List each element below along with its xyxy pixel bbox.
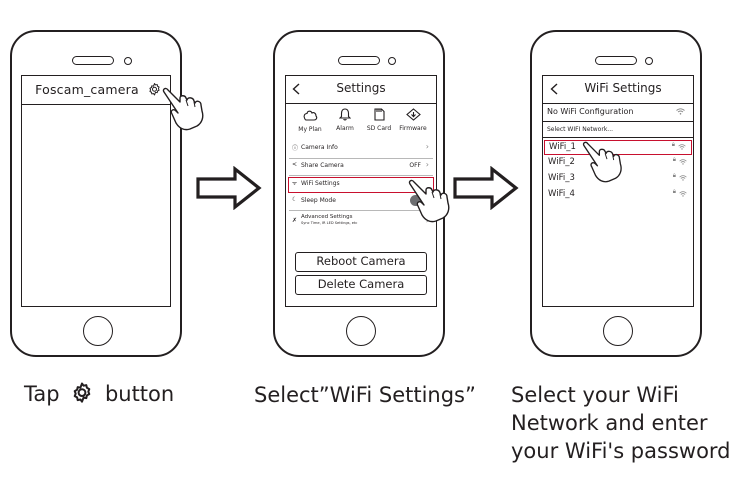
icon-label: SD Card — [366, 125, 392, 132]
chevron-right-icon: › — [425, 160, 429, 169]
firmware-icon — [405, 108, 421, 121]
row-wifi-settings[interactable]: ᯤ WiFi Settings — [288, 177, 434, 193]
icon-label: My Plan — [298, 126, 322, 133]
network-name: WiFi_3 — [548, 173, 575, 183]
select-network-row: Select WIFI Network... — [543, 123, 693, 137]
row-label: WiFi Settings — [301, 180, 340, 187]
row-sleep-mode[interactable]: ☾ Sleep Mode — [286, 195, 436, 209]
arrow-right-icon — [453, 166, 519, 210]
network-name: WiFi_2 — [548, 157, 575, 167]
step-3-caption: Select your WiFi Network and enter your … — [511, 381, 731, 465]
caption-line: Select your WiFi — [511, 383, 679, 407]
phone-1: Foscam_camera — [10, 30, 182, 357]
hand-pointer-icon — [408, 179, 450, 223]
wifi-icon — [679, 159, 687, 165]
header-title: Foscam_camera — [35, 82, 139, 97]
phone-camera-dot — [124, 57, 132, 65]
chevron-right-icon: › — [425, 142, 429, 151]
phone-camera-dot — [645, 57, 653, 65]
row-share-camera[interactable]: < Share Camera OFF › — [286, 160, 436, 174]
wifi-icon — [676, 108, 685, 115]
wifi-settings-header: WiFi Settings — [543, 76, 693, 104]
firmware-item[interactable]: Firmware — [397, 106, 429, 132]
icon-label: Firmware — [399, 125, 427, 132]
sd-card-icon — [373, 108, 385, 121]
wifi-icon — [679, 175, 687, 181]
row-label: Share Camera — [301, 162, 344, 169]
settings-header: Settings — [286, 76, 436, 104]
share-camera-value: OFF — [409, 162, 421, 169]
lock-icon: 🔒︎ — [672, 172, 676, 179]
phone-2-screen: Settings My Plan Alarm SD Card — [285, 75, 437, 307]
row-label: Advanced Settings — [301, 214, 353, 220]
my-plan-item[interactable]: My Plan — [294, 106, 326, 133]
home-button[interactable] — [603, 316, 633, 346]
lock-icon: 🔒︎ — [672, 156, 676, 163]
lock-icon: 🔒︎ — [671, 141, 675, 148]
header-title: WiFi Settings — [584, 81, 662, 95]
quick-icons-row: My Plan Alarm SD Card Firmware — [286, 106, 436, 136]
network-item-wifi-2[interactable]: WiFi_2 🔒︎ — [543, 156, 693, 169]
network-name: WiFi_1 — [549, 142, 576, 152]
back-chevron-icon[interactable] — [550, 83, 558, 95]
phone-speaker — [595, 56, 637, 65]
no-wifi-configuration-row[interactable]: No WiFi Configuration — [543, 103, 693, 121]
wifi-icon — [679, 191, 687, 197]
home-button[interactable] — [346, 316, 376, 346]
caption-text: button — [104, 382, 175, 406]
sleep-toggle[interactable] — [410, 195, 428, 206]
delete-camera-button[interactable]: Delete Camera — [295, 275, 427, 295]
lock-icon: 🔒︎ — [672, 188, 676, 195]
bell-icon — [338, 108, 352, 121]
network-item-wifi-3[interactable]: WiFi_3 🔒︎ — [543, 172, 693, 185]
wifi-icon — [678, 144, 686, 150]
caption-text: Tap — [24, 382, 60, 406]
gear-icon[interactable] — [147, 82, 162, 97]
caption-line: your WiFi's password — [511, 439, 731, 463]
row-sublabel: Sync Time, IR LED Settings, etc — [301, 221, 358, 225]
header-title: Settings — [336, 81, 386, 95]
phone-3-screen: WiFi Settings No WiFi Configuration Sele… — [542, 75, 694, 307]
network-item-wifi-4[interactable]: WiFi_4 🔒︎ — [543, 188, 693, 201]
arrow-right-icon — [196, 166, 262, 210]
phone-1-screen: Foscam_camera — [21, 75, 171, 307]
phone-speaker — [338, 56, 380, 65]
icon-label: Alarm — [336, 125, 354, 132]
row-label: Camera Info — [301, 144, 338, 151]
back-chevron-icon[interactable] — [292, 83, 300, 95]
step-1-caption: Tap button — [24, 380, 174, 408]
phone-2: Settings My Plan Alarm SD Card — [273, 30, 445, 357]
app-header: Foscam_camera — [22, 76, 170, 105]
hand-pointer-icon — [582, 141, 622, 183]
wifi-icon: ᯤ — [292, 181, 298, 187]
home-button[interactable] — [83, 316, 113, 346]
moon-icon: ☾ — [292, 196, 298, 203]
info-icon: ⓘ — [292, 145, 299, 152]
tools-icon: ✗ — [292, 217, 298, 224]
phone-camera-dot — [388, 57, 396, 65]
cloud-icon — [303, 110, 318, 121]
reboot-camera-button[interactable]: Reboot Camera — [295, 252, 427, 272]
caption-line: Network and enter — [511, 411, 708, 435]
alarm-item[interactable]: Alarm — [331, 106, 359, 132]
gear-icon — [73, 382, 91, 403]
row-label: Sleep Mode — [301, 197, 336, 204]
row-label: Select WIFI Network... — [547, 126, 614, 133]
hand-pointer-icon — [162, 87, 204, 131]
phone-3: WiFi Settings No WiFi Configuration Sele… — [530, 30, 702, 357]
sd-card-item[interactable]: SD Card — [364, 106, 394, 132]
phone-speaker — [72, 56, 114, 65]
step-2-caption: Select”WiFi Settings” — [254, 383, 476, 407]
network-name: WiFi_4 — [548, 189, 575, 199]
share-icon: < — [292, 161, 298, 168]
row-camera-info[interactable]: ⓘ Camera Info › — [286, 142, 436, 156]
row-label: No WiFi Configuration — [547, 107, 634, 116]
